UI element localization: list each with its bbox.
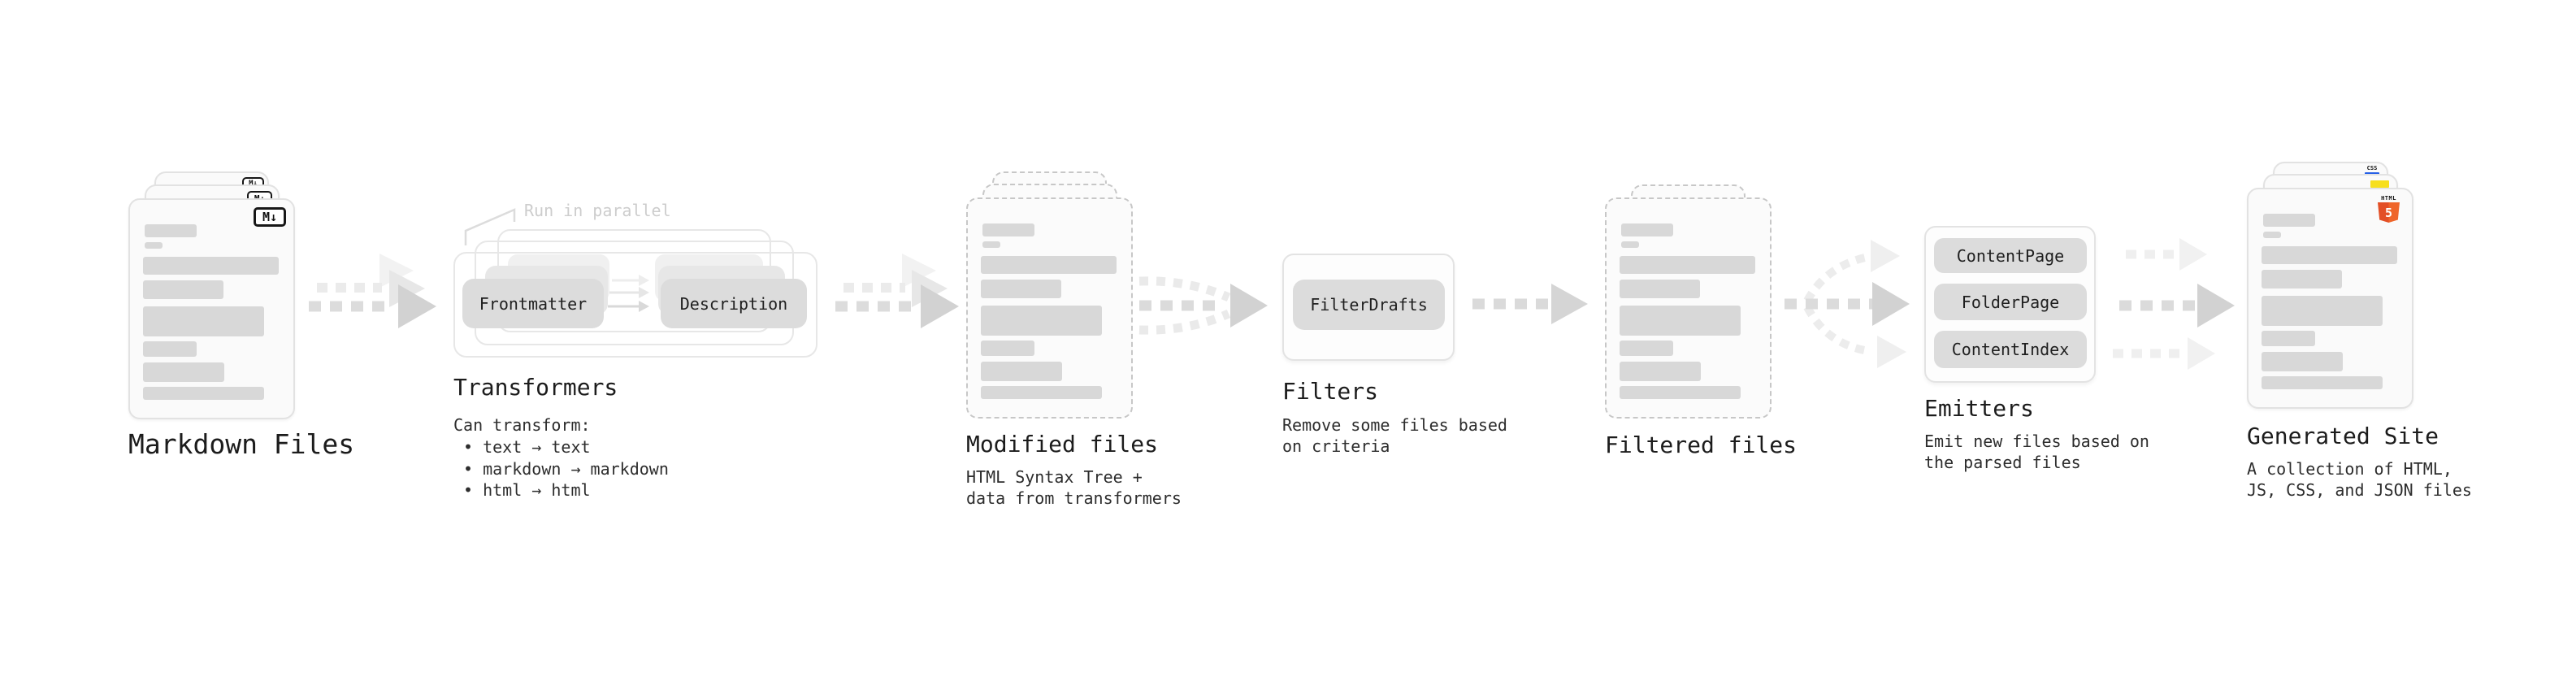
modified-files-label: Modified files (966, 431, 1159, 458)
placeholder-bar (143, 362, 224, 382)
placeholder-bar (2262, 352, 2343, 371)
transformers-label: Transformers (453, 374, 618, 401)
emitter-pill-contentpage: ContentPage (1934, 238, 2087, 273)
generated-site-caption: A collection of HTML, (2247, 459, 2452, 479)
filtered-files-label: Filtered files (1605, 432, 1798, 458)
html5-icon: HTML 5 (2378, 195, 2400, 223)
run-in-parallel-annotation: Run in parallel (524, 201, 671, 220)
placeholder-bar (143, 306, 264, 336)
generated-site-caption: JS, CSS, and JSON files (2247, 480, 2472, 500)
filters-caption: on criteria (1282, 436, 1390, 456)
placeholder-bar (1620, 256, 1755, 274)
arrow-emitters-to-site (2113, 238, 2235, 370)
placeholder-bar (981, 362, 1062, 381)
placeholder-bar (981, 306, 1102, 336)
placeholder-bar (981, 386, 1102, 399)
file-content-placeholder (130, 200, 293, 418)
transform-type-item: html → html (463, 479, 669, 501)
transformer-pill-frontmatter: Frontmatter (462, 279, 604, 328)
placeholder-bar (1620, 340, 1673, 356)
arrow-filters-to-filtered (1472, 284, 1588, 324)
arrow-markdown-to-transformers (309, 254, 436, 328)
transform-type-item: text → text (463, 436, 669, 458)
placeholder-bar (145, 224, 197, 237)
placeholder-bar (982, 241, 1000, 248)
placeholder-bar (143, 280, 223, 299)
file-content-placeholder (968, 199, 1131, 417)
emitters-caption: Emit new files based on (1924, 432, 2149, 451)
transform-type-item: markdown → markdown (463, 458, 669, 480)
placeholder-bar (981, 280, 1061, 298)
placeholder-bar (2262, 376, 2383, 389)
placeholder-bar (2262, 270, 2342, 288)
placeholder-bar (2262, 331, 2315, 346)
transformer-pill-description: Description (661, 279, 807, 328)
placeholder-bar (982, 223, 1034, 236)
arrow-transformers-to-modified (835, 254, 959, 328)
file-content-placeholder (2249, 189, 2412, 407)
transformer-group-front (453, 252, 817, 358)
placeholder-bar (145, 242, 163, 249)
placeholder-bar (2263, 214, 2315, 227)
filtered-file-card (1605, 197, 1772, 419)
modified-files-caption: HTML Syntax Tree + (966, 467, 1143, 487)
emitter-pill-contentindex: ContentIndex (1934, 331, 2087, 368)
markdown-icon: M↓ (254, 207, 286, 227)
placeholder-bar (143, 341, 197, 357)
arrow-filtered-to-emitters (1785, 240, 1910, 368)
markdown-file-card: M↓ (128, 198, 295, 419)
placeholder-bar (2262, 246, 2397, 264)
placeholder-bar (1620, 280, 1700, 298)
placeholder-bar (1621, 223, 1673, 236)
filters-label: Filters (1282, 378, 1379, 405)
placeholder-bar (981, 340, 1034, 356)
site-file-card: HTML 5 (2247, 188, 2413, 409)
js-icon (2370, 180, 2389, 188)
placeholder-bar (1621, 241, 1639, 248)
transformers-caption-intro: Can transform: (453, 415, 591, 435)
placeholder-bar (1620, 386, 1741, 399)
filter-pill-filterdrafts: FilterDrafts (1293, 280, 1445, 330)
placeholder-bar (1620, 306, 1741, 336)
placeholder-bar (2263, 232, 2281, 238)
generated-site-label: Generated Site (2247, 423, 2439, 449)
emitter-pill-folderpage: FolderPage (1934, 284, 2087, 320)
placeholder-bar (1620, 362, 1701, 381)
modified-file-card (966, 197, 1133, 419)
transform-types-list: text → text markdown → markdown html → h… (453, 436, 669, 501)
css-icon: CSS (2365, 165, 2379, 175)
modified-files-caption: data from transformers (966, 488, 1182, 508)
filters-caption: Remove some files based (1282, 415, 1507, 435)
emitters-caption: the parsed files (1924, 453, 2081, 472)
emitters-label: Emitters (1924, 395, 2034, 422)
placeholder-bar (2262, 296, 2383, 326)
placeholder-bar (981, 256, 1117, 274)
placeholder-bar (143, 257, 279, 275)
placeholder-bar (143, 387, 264, 400)
arrow-modified-to-filters (1138, 276, 1268, 335)
file-content-placeholder (1607, 199, 1770, 417)
markdown-files-label: Markdown Files (128, 428, 355, 460)
